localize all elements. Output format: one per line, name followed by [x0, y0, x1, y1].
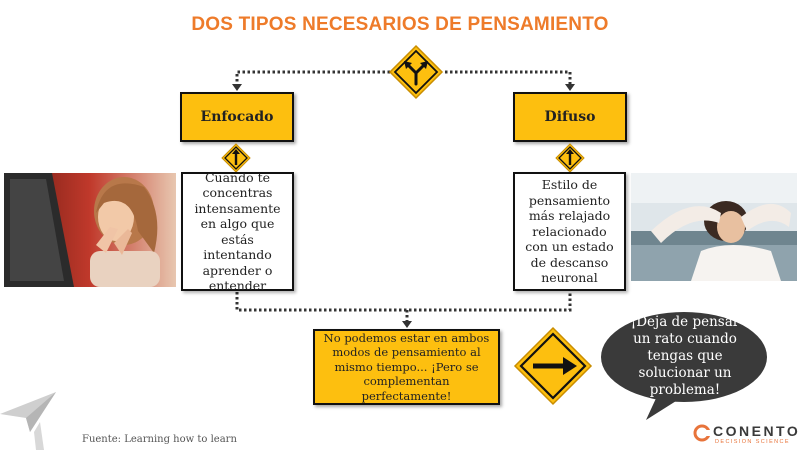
connector-top-left [235, 70, 390, 84]
focused-sign-icon [221, 143, 251, 173]
diffuse-mode-box: Difuso [513, 92, 627, 142]
fork-sign-icon [388, 44, 444, 100]
brand-tagline: DECISION SCIENCE [715, 439, 790, 445]
focused-mode-label: Enfocado [200, 109, 274, 125]
diffuse-sign-icon [555, 143, 585, 173]
focused-description-box: Cuando te concentras intensamente en alg… [181, 169, 294, 294]
right-arrow-sign-icon [513, 326, 593, 406]
speech-bubble-text: ¡Deja de pensar un rato cuando tengas qu… [630, 314, 740, 398]
speech-bubble-shape [601, 312, 767, 420]
brand-name: CONENTO [713, 423, 800, 439]
focused-description: Cuando te concentras intensamente en alg… [194, 169, 281, 294]
source-caption: Fuente: Learning how to learn [82, 434, 237, 445]
diffuse-person-photo [631, 173, 797, 281]
connector-bottom [235, 292, 572, 312]
complement-note: No podemos estar en ambos modos de pensa… [323, 330, 490, 403]
decorative-arrow-logo [0, 392, 56, 450]
diffuse-description-box: Estilo de pensamiento más relajado relac… [513, 172, 626, 291]
page-title: DOS TIPOS NECESARIOS DE PENSAMIENTO [191, 14, 609, 35]
diffuse-description: Estilo de pensamiento más relajado relac… [525, 177, 614, 286]
conento-logo-icon [693, 424, 711, 442]
diffuse-mode-label: Difuso [544, 109, 596, 125]
focused-mode-box: Enfocado [180, 92, 294, 142]
focused-person-photo [4, 173, 176, 287]
complement-note-box: No podemos estar en ambos modos de pensa… [313, 329, 500, 405]
connector-top-right [445, 70, 572, 84]
